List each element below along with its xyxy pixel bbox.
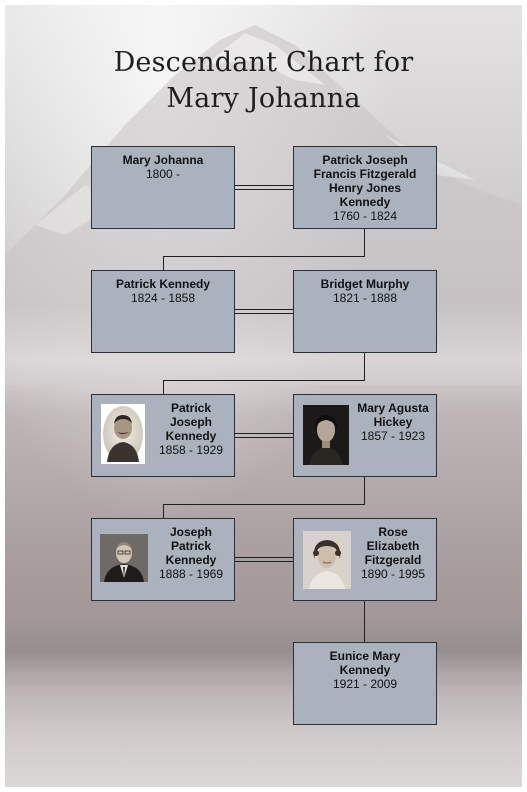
person-dates: 1888 - 1969 [158,567,224,581]
person-dates: 1821 - 1888 [332,291,398,305]
descent-line-gen4-down [364,601,365,642]
person-name: Patrick Joseph Francis Fitzgerald Henry … [313,153,417,209]
descent-line-gen1-down [364,229,365,256]
person-text: Mary Johanna 1800 - [96,153,230,181]
spouse-connector-gen1 [235,185,293,190]
descent-line-gen2-child [163,380,164,395]
portrait-photo-woman-icon [303,405,349,465]
person-box-mary-johanna[interactable]: Mary Johanna 1800 - [91,146,235,229]
person-box-mary-agusta-hickey[interactable]: Mary Agusta Hickey 1857 - 1923 [293,394,437,477]
spouse-connector-gen4 [235,557,293,562]
person-text: Eunice Mary Kennedy 1921 - 2009 [322,649,408,691]
person-text: Patrick Joseph Kennedy 1858 - 1929 [152,401,230,457]
person-dates: 1857 - 1923 [360,429,426,443]
person-text: Patrick Kennedy 1824 - 1858 [96,277,230,305]
spouse-connector-gen2 [235,309,293,314]
person-text: Mary Agusta Hickey 1857 - 1923 [354,401,432,443]
person-box-rose-elizabeth-fitzgerald[interactable]: Rose Elizabeth Fitzgerald 1890 - 1995 [293,518,437,601]
shoreline-band [5,615,522,675]
person-name: Joseph Patrick Kennedy [165,525,217,567]
person-box-patrick-kennedy[interactable]: Patrick Kennedy 1824 - 1858 [91,270,235,353]
person-text: Bridget Murphy 1821 - 1888 [298,277,432,305]
person-box-eunice-mary-kennedy[interactable]: Eunice Mary Kennedy 1921 - 2009 [293,642,437,725]
person-box-patrick-joseph[interactable]: Patrick Joseph Francis Fitzgerald Henry … [293,146,437,229]
person-name: Mary Johanna [122,153,204,167]
portrait-photo-woman-curls-icon [303,531,351,589]
chart-title: Descendant Chart for Mary Johanna [5,45,522,117]
descent-line-gen3-across [163,504,365,505]
chart-title-line-2: Mary Johanna [166,83,361,114]
descent-line-gen1-child [163,256,164,271]
person-name: Patrick Kennedy [115,277,211,291]
person-box-patrick-joseph-kennedy[interactable]: Patrick Joseph Kennedy 1858 - 1929 [91,394,235,477]
person-name: Bridget Murphy [320,277,410,291]
person-text: Joseph Patrick Kennedy 1888 - 1969 [152,525,230,581]
person-dates: 1890 - 1995 [360,567,426,581]
person-name: Patrick Joseph Kennedy [165,401,217,443]
person-dates: 1800 - [145,167,181,181]
person-name: Rose Elizabeth Fitzgerald [364,525,422,567]
descent-line-gen1-across [163,256,365,257]
descent-line-gen3-child [163,504,164,519]
person-name: Eunice Mary Kennedy [329,649,401,677]
person-dates: 1824 - 1858 [130,291,196,305]
portrait-photo-man-suit-icon [100,534,148,582]
person-dates: 1858 - 1929 [158,443,224,457]
mist-band [5,305,522,415]
chart-title-line-1: Descendant Chart for [113,47,414,78]
spouse-connector-gen3 [235,433,293,438]
person-dates: 1921 - 2009 [332,677,398,691]
chart-page: Descendant Chart for Mary Johanna [5,5,522,787]
person-text: Patrick Joseph Francis Fitzgerald Henry … [312,153,418,223]
descent-line-gen2-down [364,353,365,380]
water-band [5,685,522,787]
descent-line-gen3-down [364,477,365,504]
person-box-bridget-murphy[interactable]: Bridget Murphy 1821 - 1888 [293,270,437,353]
portrait-photo-man-mustache-icon [101,404,145,464]
person-box-joseph-patrick-kennedy[interactable]: Joseph Patrick Kennedy 1888 - 1969 [91,518,235,601]
person-dates: 1760 - 1824 [332,209,398,223]
person-text: Rose Elizabeth Fitzgerald 1890 - 1995 [354,525,432,581]
descent-line-gen2-across [163,380,365,381]
person-name: Mary Agusta Hickey [357,401,429,429]
